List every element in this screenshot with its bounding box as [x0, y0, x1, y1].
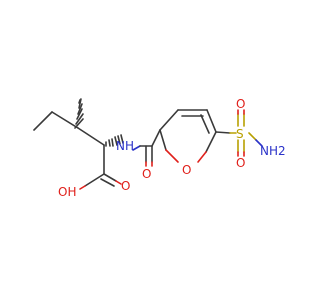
atom-label-acid-o: O [121, 179, 130, 193]
bond-ethyl-ch2 [51, 111, 79, 129]
bond-s-n [248, 132, 257, 141]
atom-label-nh: NH [116, 139, 134, 153]
carbon-bonds [33, 109, 217, 175]
bond-carboxyl-oh-red [79, 185, 86, 190]
atom-label-amide-o: O [142, 167, 151, 181]
bond-amide-ring [151, 129, 161, 147]
methyl-hash-wedge [74, 98, 84, 129]
atom-label-ring-o: O [182, 163, 191, 177]
bond-ring-c4-c5 [206, 109, 217, 133]
atom-label-sulfonyl-o-top: O [236, 97, 245, 111]
atom-label-nh2: NH2 [260, 144, 286, 158]
atom-label-sulfonyl-o-bottom: O [236, 156, 245, 170]
bond-carboxyl-o-double [100, 178, 115, 187]
bond-ethyl-ch3 [33, 111, 53, 131]
alpha-hash-wedge [105, 134, 124, 147]
bond-n-carbonyl [132, 145, 141, 151]
bond-beta-alpha [77, 127, 105, 146]
bond-c5-s [215, 131, 231, 134]
bond-ring-c2-c3 [159, 109, 179, 131]
atom-label-oh: OH [58, 185, 76, 199]
bond-carboxyl-oh [84, 173, 105, 187]
bond-ring-c4-c5-double [200, 114, 210, 134]
atom-label-sulfur: S [236, 127, 244, 141]
molecule-structure-diagram: OH O NH O O S O O NH2 [33, 97, 286, 199]
molecule-svg: OH O NH O O S O O NH2 [33, 97, 286, 199]
bond-c5-ring-o [205, 131, 217, 153]
bond-c2-ring-o [159, 129, 167, 151]
bond-carboxyl-o [103, 173, 117, 182]
